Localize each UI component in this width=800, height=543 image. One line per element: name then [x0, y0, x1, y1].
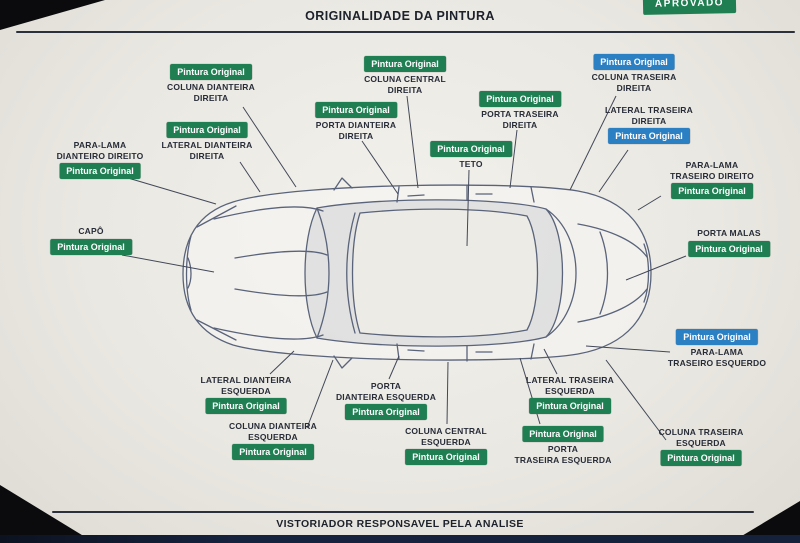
leader-line-teto [466, 169, 470, 247]
leader-line-coluna-dianteira-esquerda [306, 359, 334, 429]
leader-line-coluna-central-direita [406, 95, 419, 189]
paint-status-badge: Pintura Original [166, 122, 248, 138]
paint-status-badge: Pintura Original [430, 141, 512, 157]
page-title: ORIGINALIDADE DA PINTURA [305, 9, 495, 23]
title-divider-line [16, 31, 795, 33]
next-section-band [0, 535, 800, 543]
part-name: PORTA MALAS [697, 228, 761, 238]
footer-analyst-heading: VISTORIADOR RESPONSAVEL PELA ANALISE [276, 518, 524, 530]
paint-status-badge: Pintura Original [205, 398, 287, 414]
leader-line-para-lama-traseiro-direito [637, 195, 662, 211]
paint-status-badge: Pintura Original [608, 128, 690, 144]
paint-status-badge: Pintura Original [671, 183, 753, 199]
leader-line-porta-malas [625, 255, 687, 281]
part-name: CAPÔ [78, 226, 104, 236]
paint-status-badge: Pintura Original [405, 449, 487, 465]
part-name: TETO [459, 159, 483, 169]
leader-line-coluna-traseira-direita [569, 95, 617, 191]
leader-line-para-lama-traseiro-esquerdo [585, 345, 671, 353]
leader-line-lateral-dianteira-direita [239, 161, 261, 193]
paint-status-badge: Pintura Original [315, 102, 397, 118]
paint-status-badge: Pintura Original [170, 64, 252, 80]
part-label-capo: CAPÔ Pintura Original [50, 226, 132, 257]
leader-line-porta-traseira-direita [509, 129, 518, 189]
leader-line-coluna-central-esquerda [446, 361, 449, 425]
paint-status-badge: Pintura Original [660, 450, 742, 466]
car-top-view-drawing [182, 177, 652, 369]
paint-status-badge: Pintura Original [676, 329, 758, 345]
leader-line-porta-dianteira-direita [361, 140, 399, 195]
leader-line-porta-dianteira-esquerda [388, 355, 400, 380]
leader-line-coluna-traseira-esquerda [605, 359, 667, 441]
leader-line-coluna-dianteira-direita [242, 106, 297, 188]
paint-status-badge: Pintura Original [529, 398, 611, 414]
paint-status-badge: Pintura Original [364, 56, 446, 72]
leader-line-lateral-dianteira-esquerda [269, 350, 295, 375]
paint-status-badge: Pintura Original [593, 54, 675, 70]
leader-lines [121, 95, 687, 441]
leader-line-para-lama-dianteiro-direito [127, 177, 217, 205]
paint-status-badge: Pintura Original [232, 444, 314, 460]
paint-status-badge: Pintura Original [688, 240, 770, 257]
paint-status-badge: Pintura Original [345, 404, 427, 420]
leader-line-capo [121, 254, 215, 273]
leader-line-lateral-traseira-esquerda [543, 348, 558, 375]
footer-divider-line [52, 511, 754, 513]
paint-status-badge: Pintura Original [59, 163, 141, 179]
part-label-porta-malas: PORTA MALAS Pintura Original [688, 228, 770, 259]
paint-status-badge: Pintura Original [50, 238, 132, 255]
paint-status-badge: Pintura Original [479, 91, 561, 107]
paint-status-badge: Pintura Original [522, 426, 604, 442]
leader-line-lateral-traseira-direita [598, 149, 629, 193]
